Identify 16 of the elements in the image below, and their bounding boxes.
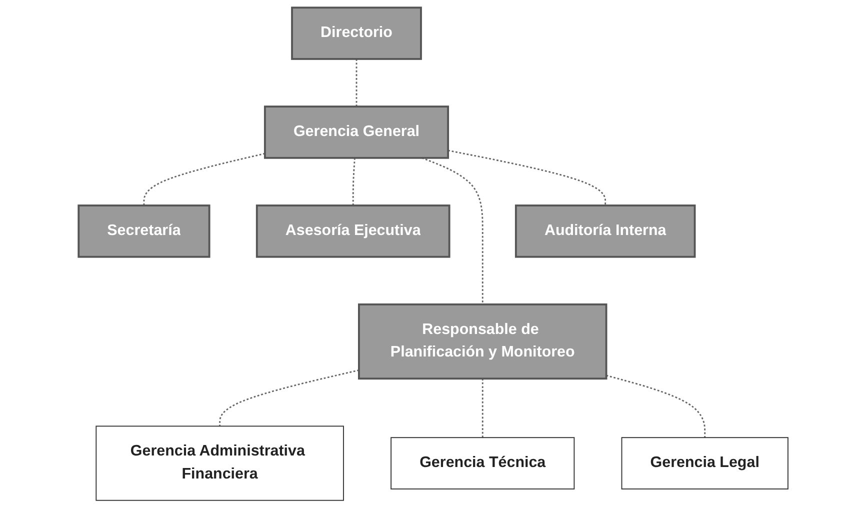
connector bbox=[355, 58, 357, 107]
connector bbox=[482, 378, 484, 438]
connector bbox=[606, 374, 706, 438]
node-box: Responsable de Planificación y Monitoreo bbox=[358, 303, 607, 380]
connector bbox=[142, 152, 265, 206]
node-box: Gerencia Técnica bbox=[390, 437, 574, 490]
node-box: Gerencia General bbox=[264, 106, 449, 159]
node-box: Secretaría bbox=[77, 204, 210, 258]
node-box: Directorio bbox=[290, 6, 422, 60]
connector bbox=[448, 150, 606, 206]
node-box: Gerencia Administrativa Financiera bbox=[95, 426, 344, 501]
node-box: Gerencia Legal bbox=[620, 437, 788, 490]
node-box: Asesoría Ejecutiva bbox=[256, 204, 450, 258]
connector bbox=[352, 158, 356, 206]
connector bbox=[218, 369, 359, 426]
node-box: Auditoría Interna bbox=[514, 204, 696, 258]
